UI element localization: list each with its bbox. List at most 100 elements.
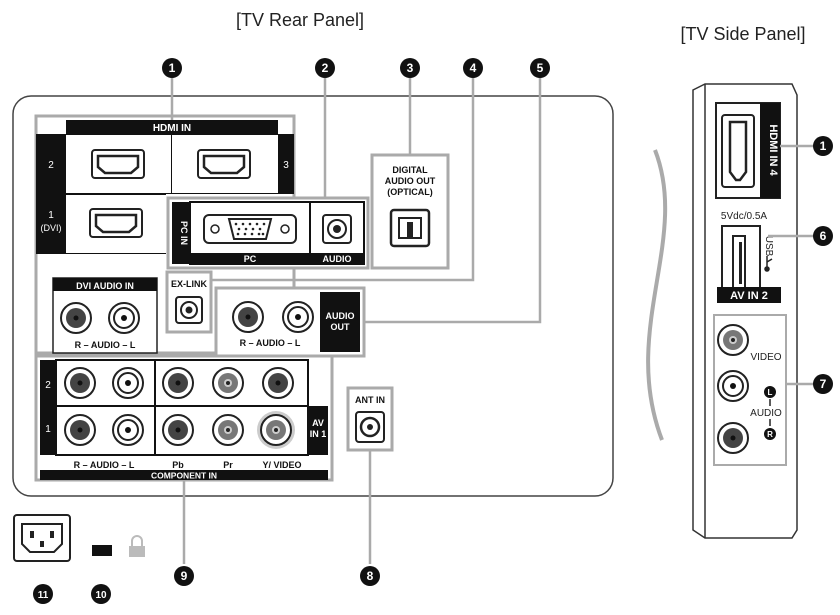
ex-link-port[interactable] xyxy=(175,296,203,324)
side-audio-r-jack[interactable] xyxy=(717,422,749,454)
callout-9: 9 xyxy=(174,566,194,586)
svg-text:5: 5 xyxy=(537,61,544,75)
svg-text:9: 9 xyxy=(181,569,188,583)
hdmi-num-dvi: (DVI) xyxy=(41,223,62,233)
component-row-1-label: 1 xyxy=(45,424,51,435)
svg-text:1: 1 xyxy=(820,139,827,153)
side-r-label: R xyxy=(767,430,773,439)
audio-out-l-jack[interactable] xyxy=(282,301,314,333)
svg-text:1: 1 xyxy=(169,61,176,75)
rear-leader-lines xyxy=(170,78,542,564)
svg-text:7: 7 xyxy=(820,377,827,391)
usb-icon xyxy=(764,256,773,272)
kensington-lock-slot[interactable] xyxy=(92,545,112,556)
side-l-badge xyxy=(764,386,776,398)
audio-out-lr-label: R – AUDIO – L xyxy=(240,338,301,348)
side-video-label: VIDEO xyxy=(750,352,781,363)
svg-text:8: 8 xyxy=(367,569,374,583)
svg-text:11: 11 xyxy=(38,590,49,601)
y-video-label: Y/ VIDEO xyxy=(262,460,301,470)
hdmi-num-3: 3 xyxy=(283,160,289,171)
component-1-pr-jack[interactable] xyxy=(212,414,244,446)
power-socket[interactable] xyxy=(13,514,71,562)
audio-out-r-jack[interactable] xyxy=(232,301,264,333)
side-usb-port[interactable] xyxy=(721,225,761,297)
component-in-label-bar xyxy=(40,470,328,480)
side-av-in-2-label: AV IN 2 xyxy=(730,290,768,302)
callout-6: 6 xyxy=(813,226,833,246)
svg-text:3: 3 xyxy=(407,61,414,75)
dvi-audio-lr-label: R – AUDIO – L xyxy=(75,340,136,350)
audio-out-label-1: AUDIO xyxy=(326,311,355,321)
side-hdmi-in-4-label: HDMI IN 4 xyxy=(767,124,779,176)
side-l-label: L xyxy=(768,388,773,397)
pc-in-label: PC IN xyxy=(179,221,189,245)
side-leader-lines xyxy=(768,144,814,386)
hdmi-num-2: 2 xyxy=(48,160,54,171)
pb-label: Pb xyxy=(172,460,184,470)
svg-text:2: 2 xyxy=(322,61,329,75)
dvi-audio-r-jack[interactable] xyxy=(60,302,92,334)
pc-in-side-label-bg xyxy=(172,202,190,264)
hdmi-in-label: HDMI IN xyxy=(153,123,191,134)
dvi-audio-in-header xyxy=(53,278,157,291)
callout-7: 7 xyxy=(813,374,833,394)
pc-audio-jack[interactable] xyxy=(322,214,352,244)
digital-audio-out-line2: AUDIO OUT xyxy=(385,176,436,186)
component-2-audio-l-jack[interactable] xyxy=(112,367,144,399)
side-audio-label: AUDIO xyxy=(750,408,782,419)
pc-audio-label-bar xyxy=(310,253,364,264)
pc-label: PC xyxy=(244,254,257,264)
side-av-in-2-label-bg xyxy=(717,287,781,303)
component-2-pb-jack[interactable] xyxy=(162,367,194,399)
av-in-1-label-bg xyxy=(308,406,328,455)
audio-out-label-2: OUT xyxy=(331,322,351,332)
pc-label-bar xyxy=(190,253,310,264)
av-in-1-label-1: AV xyxy=(312,418,324,428)
svg-text:4: 4 xyxy=(470,61,477,75)
svg-text:6: 6 xyxy=(820,229,827,243)
dvi-audio-l-jack[interactable] xyxy=(108,302,140,334)
rear-panel-title: [TV Rear Panel] xyxy=(236,10,364,30)
callout-1-side: 1 xyxy=(813,136,833,156)
callout-2: 2 xyxy=(315,58,335,78)
ant-in-port[interactable] xyxy=(355,411,385,443)
pr-label: Pr xyxy=(223,460,233,470)
pc-vga-port[interactable] xyxy=(203,214,297,244)
component-audio-lr-label: R – AUDIO – L xyxy=(74,460,135,470)
side-audio-l-jack[interactable] xyxy=(717,370,749,402)
hdmi-2-port[interactable] xyxy=(90,148,146,180)
hdmi-3-port[interactable] xyxy=(196,148,252,180)
side-hdmi-label-bg xyxy=(760,103,780,198)
component-row-2-label: 2 xyxy=(45,380,51,391)
component-1-pb-jack[interactable] xyxy=(162,414,194,446)
side-video-jack[interactable] xyxy=(717,324,749,356)
dvi-audio-in-label: DVI AUDIO IN xyxy=(76,281,134,291)
callout-5: 5 xyxy=(530,58,550,78)
component-1-audio-r-jack[interactable] xyxy=(64,414,96,446)
component-2-y-jack[interactable] xyxy=(262,367,294,399)
callout-1-rear: 1 xyxy=(162,58,182,78)
side-hdmi-4-port[interactable] xyxy=(721,114,755,188)
optical-audio-port[interactable] xyxy=(389,208,431,248)
callout-8: 8 xyxy=(360,566,380,586)
component-row-label-bg xyxy=(40,360,56,455)
component-1-y-video-jack[interactable] xyxy=(257,411,295,449)
audio-out-label-bg xyxy=(320,292,360,352)
side-panel-title: [TV Side Panel] xyxy=(680,24,805,44)
hdmi-1-dvi-port[interactable] xyxy=(88,207,144,239)
av-in-1-label-2: IN 1 xyxy=(310,429,327,439)
ant-in-label: ANT IN xyxy=(355,395,385,405)
component-1-audio-l-jack[interactable] xyxy=(112,414,144,446)
side-usb-power-label: 5Vdc/0.5A xyxy=(721,211,767,222)
ex-link-label: EX-LINK xyxy=(171,279,208,289)
callout-3: 3 xyxy=(400,58,420,78)
hdmi-in-header xyxy=(66,120,278,134)
digital-audio-out-line3: (OPTICAL) xyxy=(387,187,433,197)
callout-10: 10 xyxy=(91,584,111,604)
component-in-label: COMPONENT IN xyxy=(151,471,217,481)
component-2-pr-jack[interactable] xyxy=(212,367,244,399)
component-2-audio-r-jack[interactable] xyxy=(64,367,96,399)
hdmi-num-1: 1 xyxy=(48,210,54,221)
